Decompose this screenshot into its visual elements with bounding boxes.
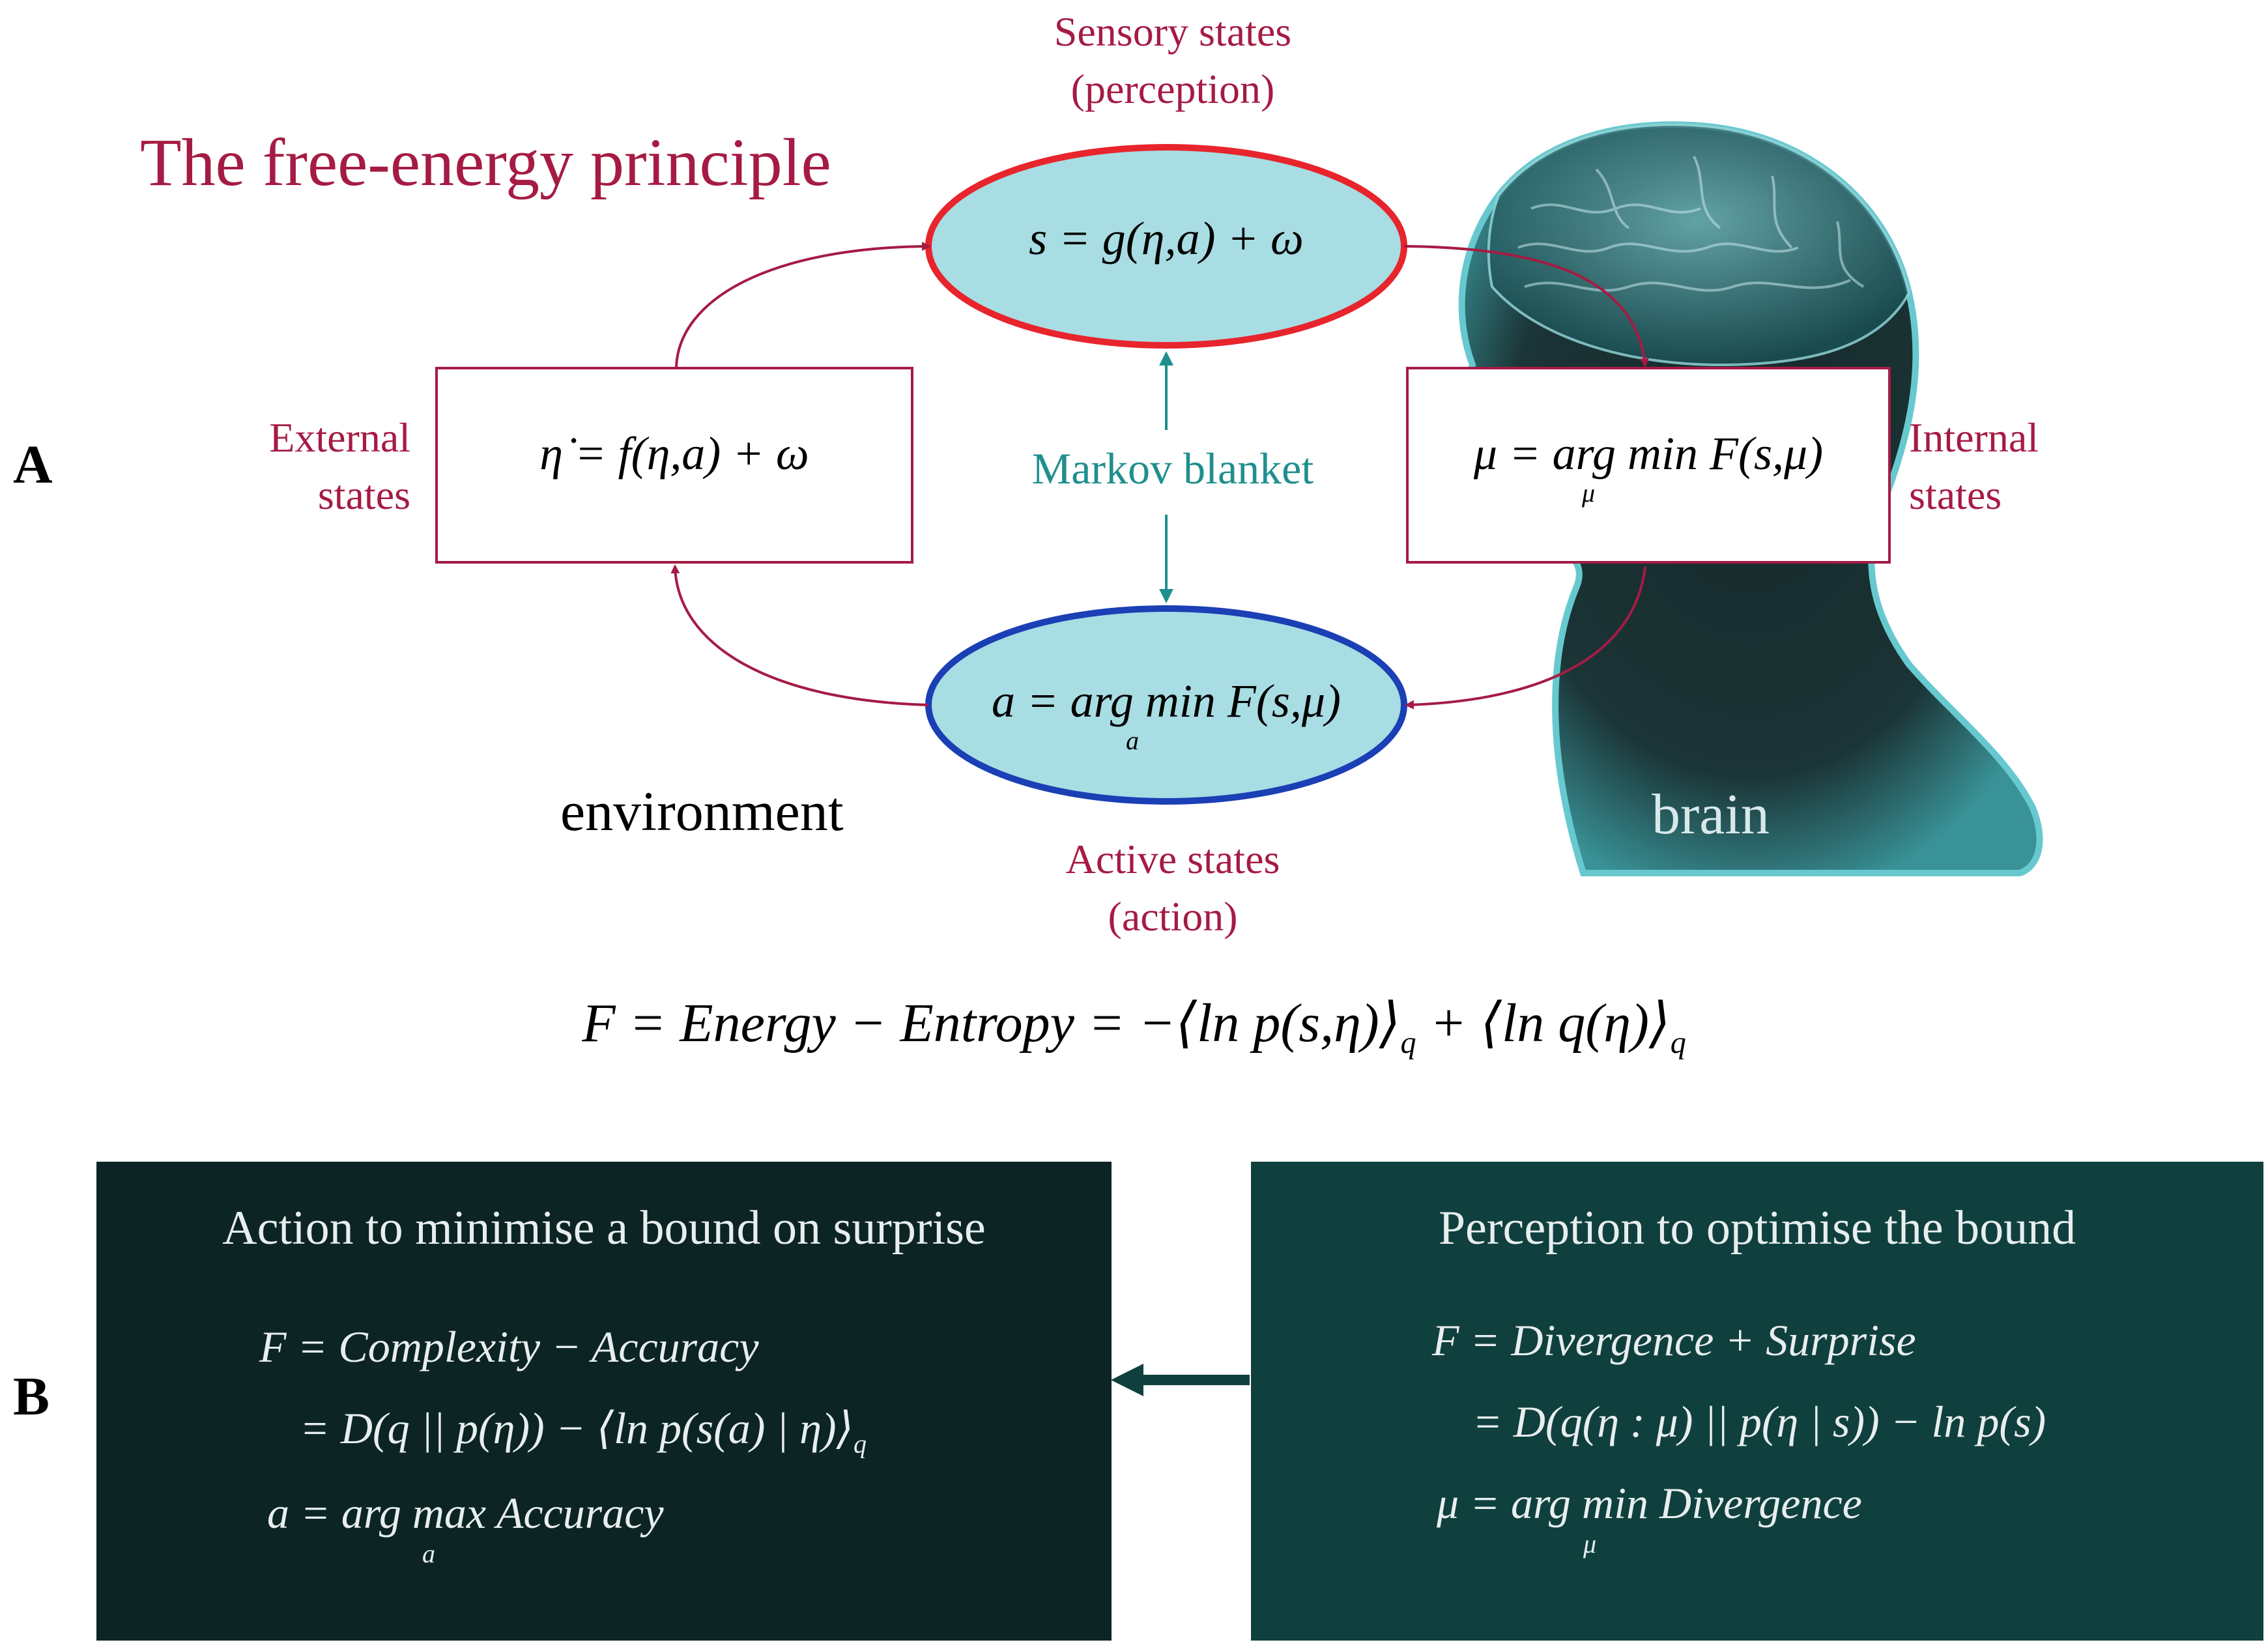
perception-line-3-subscript: μ	[1583, 1529, 1597, 1558]
active-equation-subscript: a	[1126, 726, 1139, 755]
action-line-3-text: a = arg max Accuracy	[267, 1488, 664, 1538]
sensory-states-label: Sensory states (perception)	[977, 3, 1368, 118]
action-line-3: a = arg max Accuracy a	[267, 1487, 664, 1568]
action-line-1: F = Complexity − Accuracy	[259, 1322, 759, 1371]
arrow-sensory-to-internal	[1403, 245, 1649, 367]
action-line-2-subscript: q	[854, 1429, 867, 1459]
active-states-label: Active states (action)	[977, 831, 1368, 945]
external-label-line1: External	[269, 414, 410, 461]
internal-label-line2: states	[1909, 472, 2002, 518]
perception-line-1: F = Divergence + Surprise	[1432, 1315, 1916, 1365]
perception-box-title: Perception to optimise the bound	[1438, 1201, 2076, 1255]
active-label-line2: (action)	[1108, 893, 1238, 940]
internal-label-line1: Internal	[1909, 414, 2039, 461]
action-box-title: Action to minimise a bound on surprise	[222, 1201, 986, 1255]
free-energy-subscript-2: q	[1670, 1025, 1686, 1060]
free-energy-equation: F = Energy − Entropy = −⟨ln p(s,η)⟩q + ⟨…	[0, 990, 2268, 1061]
action-box: Action to minimise a bound on surprise F…	[96, 1162, 1112, 1641]
brain-icon	[1487, 123, 1911, 367]
internal-equation: μ = arg min F(s,μ) μ	[1407, 427, 1889, 508]
action-line-2: = D(q || p(η)) − ⟨ln p(s(a) | η)⟩q	[300, 1403, 867, 1459]
perception-box: Perception to optimise the bound F = Div…	[1251, 1162, 2263, 1641]
environment-label: environment	[560, 780, 844, 842]
panel-letter-a: A	[13, 435, 53, 495]
internal-equation-text: μ = arg min F(s,μ)	[1473, 427, 1824, 480]
external-equation: η̇ = f(η,a) + ω	[539, 427, 809, 480]
external-label-line2: states	[317, 472, 410, 518]
action-line-3-subscript: a	[422, 1539, 435, 1568]
active-equation-text: a = arg min F(s,μ)	[991, 675, 1342, 727]
active-equation: a = arg min F(s,μ) a	[932, 674, 1401, 755]
internal-states-box	[1406, 367, 1891, 564]
perception-line-3: μ = arg min Divergence μ	[1437, 1478, 1862, 1558]
page-title: The free-energy principle	[140, 125, 831, 200]
markov-blanket-label: Markov blanket	[1031, 444, 1314, 493]
free-energy-equation-right: + ⟨ln q(η)⟩	[1416, 993, 1671, 1054]
free-energy-equation-left: F = Energy − Entropy = −⟨ln p(s,η)⟩	[582, 993, 1401, 1054]
external-states-label: External states	[215, 409, 410, 524]
brain-label: brain	[1652, 783, 1770, 846]
free-energy-subscript-1: q	[1400, 1025, 1416, 1060]
active-label-line1: Active states	[1065, 836, 1280, 882]
internal-states-label: Internal states	[1909, 409, 2104, 524]
action-line-2-text: = D(q || p(η)) − ⟨ln p(s(a) | η)⟩	[300, 1403, 854, 1453]
sensory-label-line2: (perception)	[1070, 66, 1275, 112]
arrow-internal-to-active	[1405, 566, 1646, 710]
perception-line-2: = D(q(η : μ) || p(η | s)) − ln p(s)	[1472, 1397, 2046, 1446]
panel-letter-b: B	[13, 1366, 50, 1427]
perception-line-3-text: μ = arg min Divergence	[1437, 1478, 1862, 1528]
sensory-equation: s = g(η,a) + ω	[1029, 212, 1304, 265]
sensory-label-line1: Sensory states	[1054, 8, 1292, 55]
arrow-active-to-external	[670, 564, 929, 706]
external-states-box	[435, 367, 913, 564]
arrow-external-to-sensory	[675, 242, 931, 369]
internal-equation-subscript: μ	[1582, 478, 1596, 508]
